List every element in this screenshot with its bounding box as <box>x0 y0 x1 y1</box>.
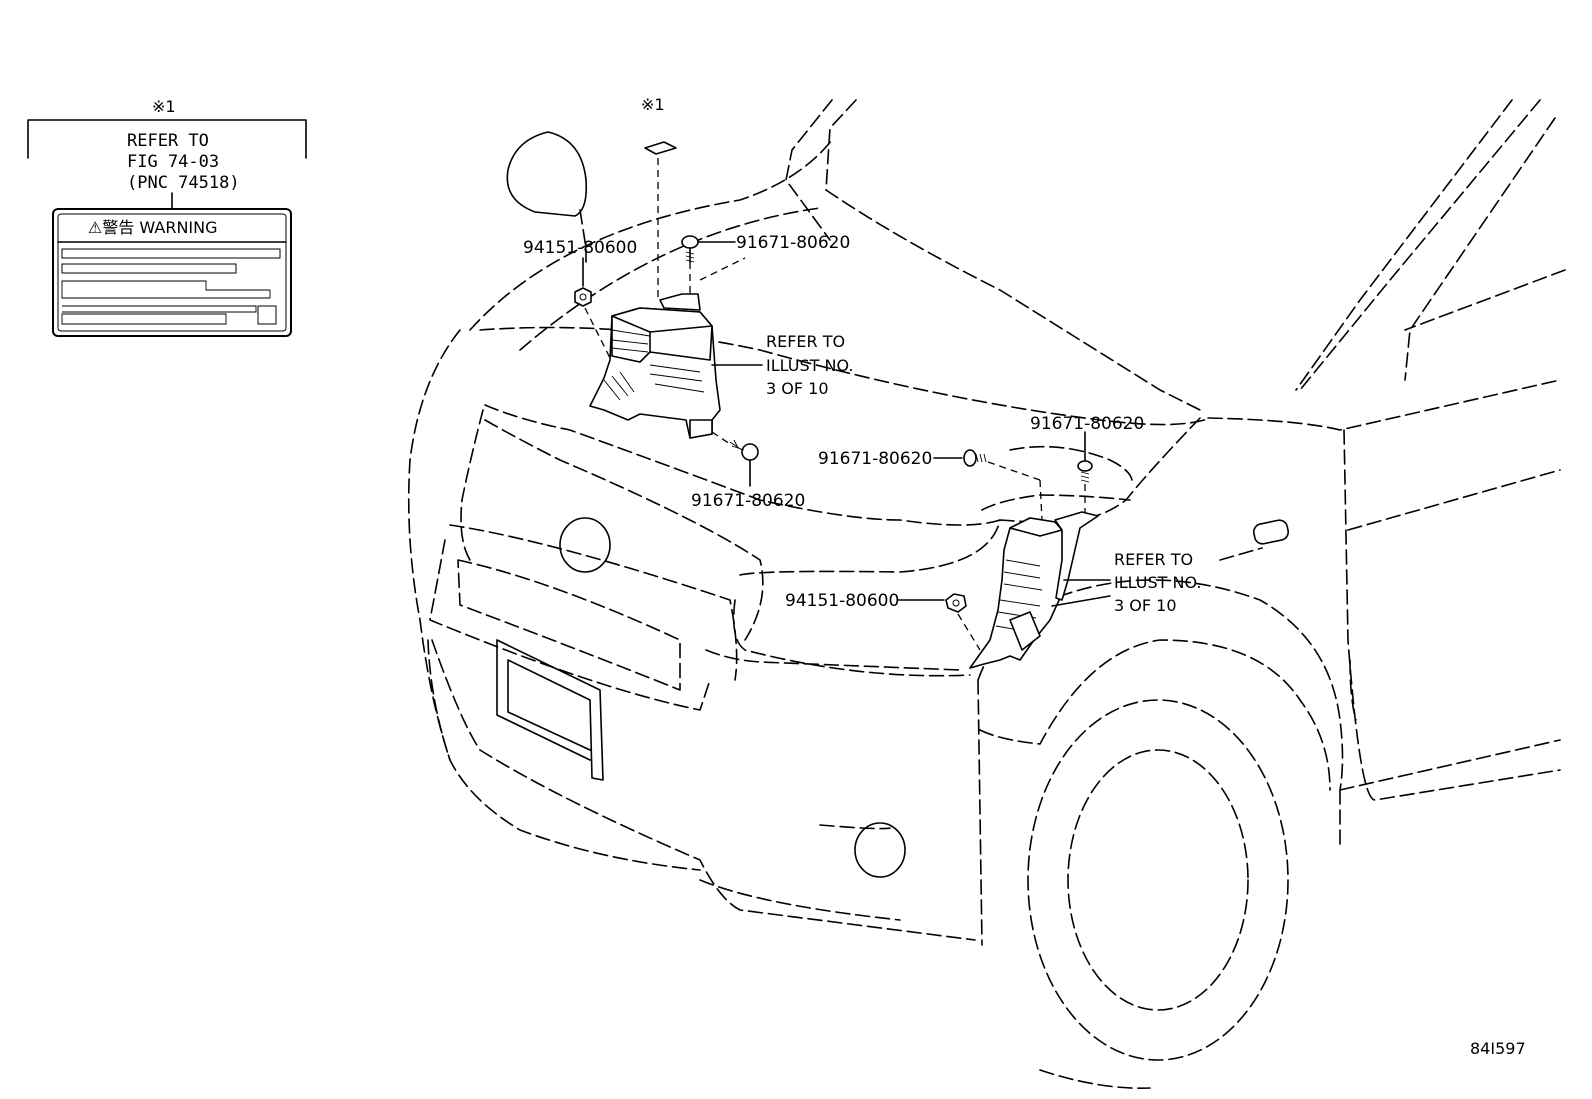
fog-lamp <box>854 822 906 878</box>
relay-block-left <box>589 293 721 439</box>
side-marker-lamp <box>1252 519 1290 545</box>
bolt-right-side-partno: 91671-80620 <box>818 449 932 469</box>
legend-refer-line2: FIG 74-03 <box>127 152 219 172</box>
refer-right-line3: 3 OF 10 <box>1114 596 1177 615</box>
bolt-right-top-partno: 91671-80620 <box>1030 414 1144 434</box>
nut-right-partno: 94151-80600 <box>785 591 899 611</box>
bolt-mid-left: 91671-80620 <box>691 431 805 511</box>
side-mirror <box>506 131 588 217</box>
nut-right: 94151-80600 <box>785 591 981 651</box>
nut-left: 94151-80600 <box>523 238 637 359</box>
refer-left: REFER TO ILLUST NO. 3 OF 10 <box>711 332 853 398</box>
refer-left-line2: ILLUST NO. <box>766 356 853 375</box>
refer-right: REFER TO ILLUST NO. 3 OF 10 <box>1051 550 1201 615</box>
nut-left-partno: 94151-80600 <box>523 238 637 258</box>
refer-right-line2: ILLUST NO. <box>1114 573 1201 592</box>
bolt-right-top: 91671-80620 <box>1030 414 1144 512</box>
top-marker: ※1 <box>641 95 665 114</box>
bolt-mid-left-partno: 91671-80620 <box>691 491 805 511</box>
refer-left-line1: REFER TO <box>766 332 845 351</box>
diagram-ref-id: 84I597 <box>1470 1039 1526 1058</box>
legend-refer-line3: (PNC 74518) <box>127 173 240 193</box>
bolt-top: 91671-80620 <box>681 233 850 298</box>
license-plate-frame <box>496 639 604 781</box>
bolt-top-partno: 91671-80620 <box>736 233 850 253</box>
legend-refer-line1: REFER TO <box>127 131 209 151</box>
relay-block-right <box>969 511 1099 669</box>
vehicle-outline <box>407 99 1566 1089</box>
label-legend: ※1 REFER TO FIG 74-03 (PNC 74518) ⚠警告 WA… <box>27 97 307 337</box>
tire <box>1027 699 1289 1061</box>
warning-label-title: ⚠警告 WARNING <box>88 218 218 237</box>
label-sticker-marker <box>644 141 677 155</box>
emblem <box>559 517 611 573</box>
refer-right-line1: REFER TO <box>1114 550 1193 569</box>
legend-marker: ※1 <box>152 97 176 116</box>
refer-left-line3: 3 OF 10 <box>766 379 829 398</box>
bolt-right-side: 91671-80620 <box>818 449 1043 521</box>
legend-bracket <box>27 119 307 159</box>
